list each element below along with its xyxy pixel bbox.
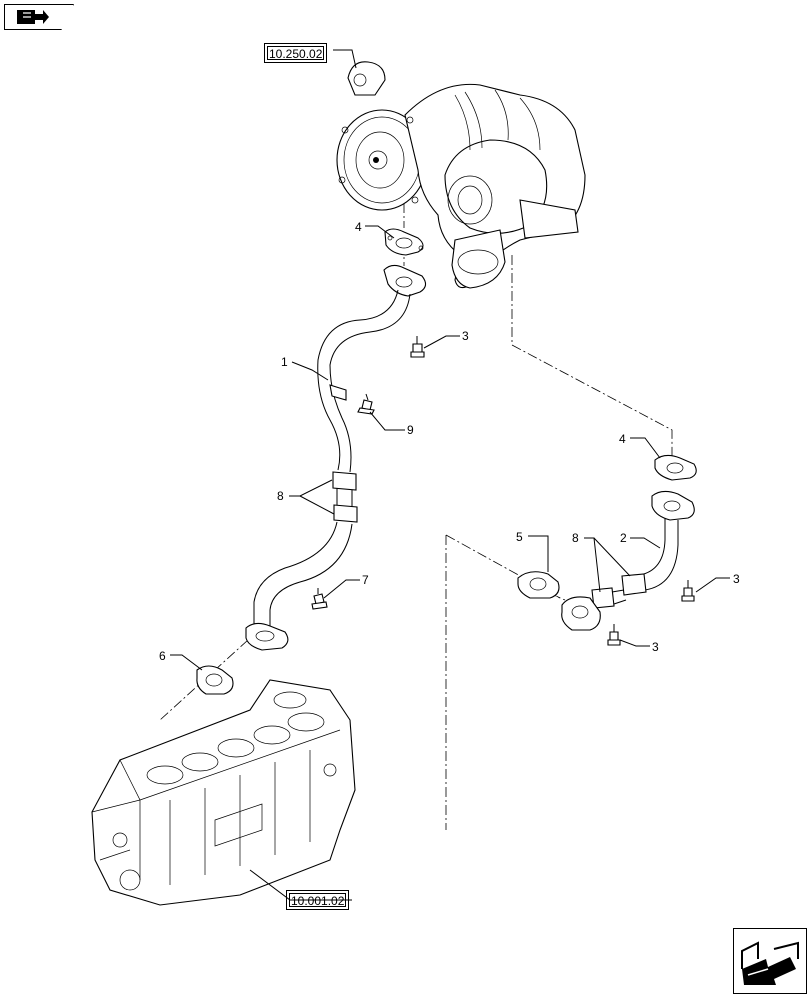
callout-label: 4: [355, 220, 362, 234]
book-arrow-icon: [17, 10, 49, 24]
callout-label: 6: [159, 649, 166, 663]
callout-label: 3: [652, 640, 659, 654]
next-page-button[interactable]: [733, 928, 807, 994]
callout-label: 8: [572, 531, 579, 545]
callout-label: 3: [462, 329, 469, 343]
book-next-arrow-icon: [741, 941, 799, 985]
callout-label: 8: [277, 489, 284, 503]
gasket-upper[interactable]: [384, 228, 424, 256]
oil-drain-pipe-right[interactable]: [561, 490, 695, 631]
bolt-upper[interactable]: [410, 336, 425, 358]
callout-label: 9: [407, 423, 414, 437]
callout-label: 5: [516, 530, 523, 544]
turbocharger-reference-link[interactable]: 10.250.02: [264, 43, 328, 63]
callout-label: 7: [362, 573, 369, 587]
callout-label: 3: [733, 572, 740, 586]
back-navigation-button[interactable]: [4, 4, 74, 30]
callout-label: 4: [619, 432, 626, 446]
bolt-lower-right[interactable]: [607, 624, 621, 646]
callout-labels: 1 2 3 3 3 4 4 5 6 7 8 8 9: [159, 220, 740, 663]
bolt-right[interactable]: [681, 580, 695, 602]
gasket-five[interactable]: [517, 571, 560, 599]
gasket-lower[interactable]: [196, 665, 234, 695]
leader-lines: [170, 49, 730, 901]
callout-label: 1: [281, 355, 288, 369]
turbocharger[interactable]: [336, 61, 586, 289]
oil-drain-pipe-upper[interactable]: [245, 264, 427, 651]
engine-block[interactable]: [91, 679, 356, 906]
gasket-right[interactable]: [654, 454, 697, 481]
bolt-seven[interactable]: [311, 588, 328, 610]
bolt-nine[interactable]: [357, 393, 375, 415]
callout-label: 2: [620, 531, 627, 545]
